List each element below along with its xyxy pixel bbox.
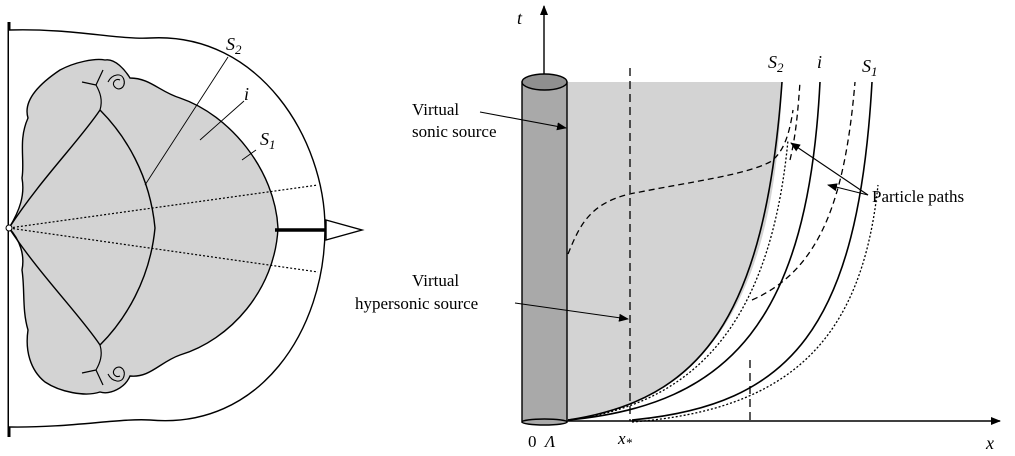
- hypersonic-source-label-line1: Virtual: [412, 271, 459, 290]
- inner-shock-s2: [8, 108, 156, 347]
- left-panel: S2 i S1: [5, 22, 326, 437]
- t-axis-label: t: [517, 8, 523, 28]
- i-curve: [567, 81, 821, 421]
- tick-zero: 0: [528, 432, 537, 451]
- hypersonic-source-label-line2: hypersonic source: [355, 294, 478, 313]
- left-label-i: i: [244, 84, 249, 104]
- dashed-curve-i: [789, 81, 801, 161]
- tick-xstar: x*: [617, 429, 633, 450]
- label-s1: S1: [862, 56, 878, 79]
- shaded-flow-region: [550, 82, 782, 420]
- tick-lambda: Λ: [543, 432, 556, 451]
- source-point: [5, 224, 13, 232]
- left-label-s1: S1: [260, 129, 276, 152]
- leader-s1: [241, 149, 257, 161]
- particle-path-inner: [567, 139, 789, 421]
- vortex-bottom: [107, 366, 125, 382]
- ray-lower: [8, 227, 319, 273]
- vortex-top: [107, 74, 125, 90]
- label-i: i: [817, 52, 822, 72]
- sonic-transition-curve: [567, 109, 794, 255]
- x-axis-label: x: [985, 433, 994, 453]
- triple-point-bottom: [81, 344, 104, 386]
- particle-paths-arrow-2: [827, 183, 869, 196]
- sonic-source-label-line2: sonic source: [412, 122, 497, 141]
- particle-paths-label: Particle paths: [872, 187, 964, 206]
- leader-i: [199, 100, 245, 141]
- leader-s2: [144, 56, 229, 186]
- s2-curve: [567, 81, 783, 421]
- sonic-source-arrow: [479, 111, 567, 131]
- left-label-s2: S2: [226, 34, 242, 57]
- sonic-source-label-line1: Virtual: [412, 100, 459, 119]
- triple-point-top: [81, 69, 104, 111]
- shaded-region: [8, 58, 279, 395]
- label-s2: S2: [768, 52, 784, 75]
- right-panel: t x S2 i S1 0 Λ: [355, 5, 1001, 453]
- transition-arrow: [275, 219, 365, 241]
- particle-paths-arrow-1: [790, 142, 869, 196]
- s1-curve: [631, 81, 873, 421]
- sonic-source-cylinder: [521, 73, 568, 426]
- hypersonic-source-arrow: [514, 302, 629, 322]
- dashed-curve-s1: [751, 81, 856, 301]
